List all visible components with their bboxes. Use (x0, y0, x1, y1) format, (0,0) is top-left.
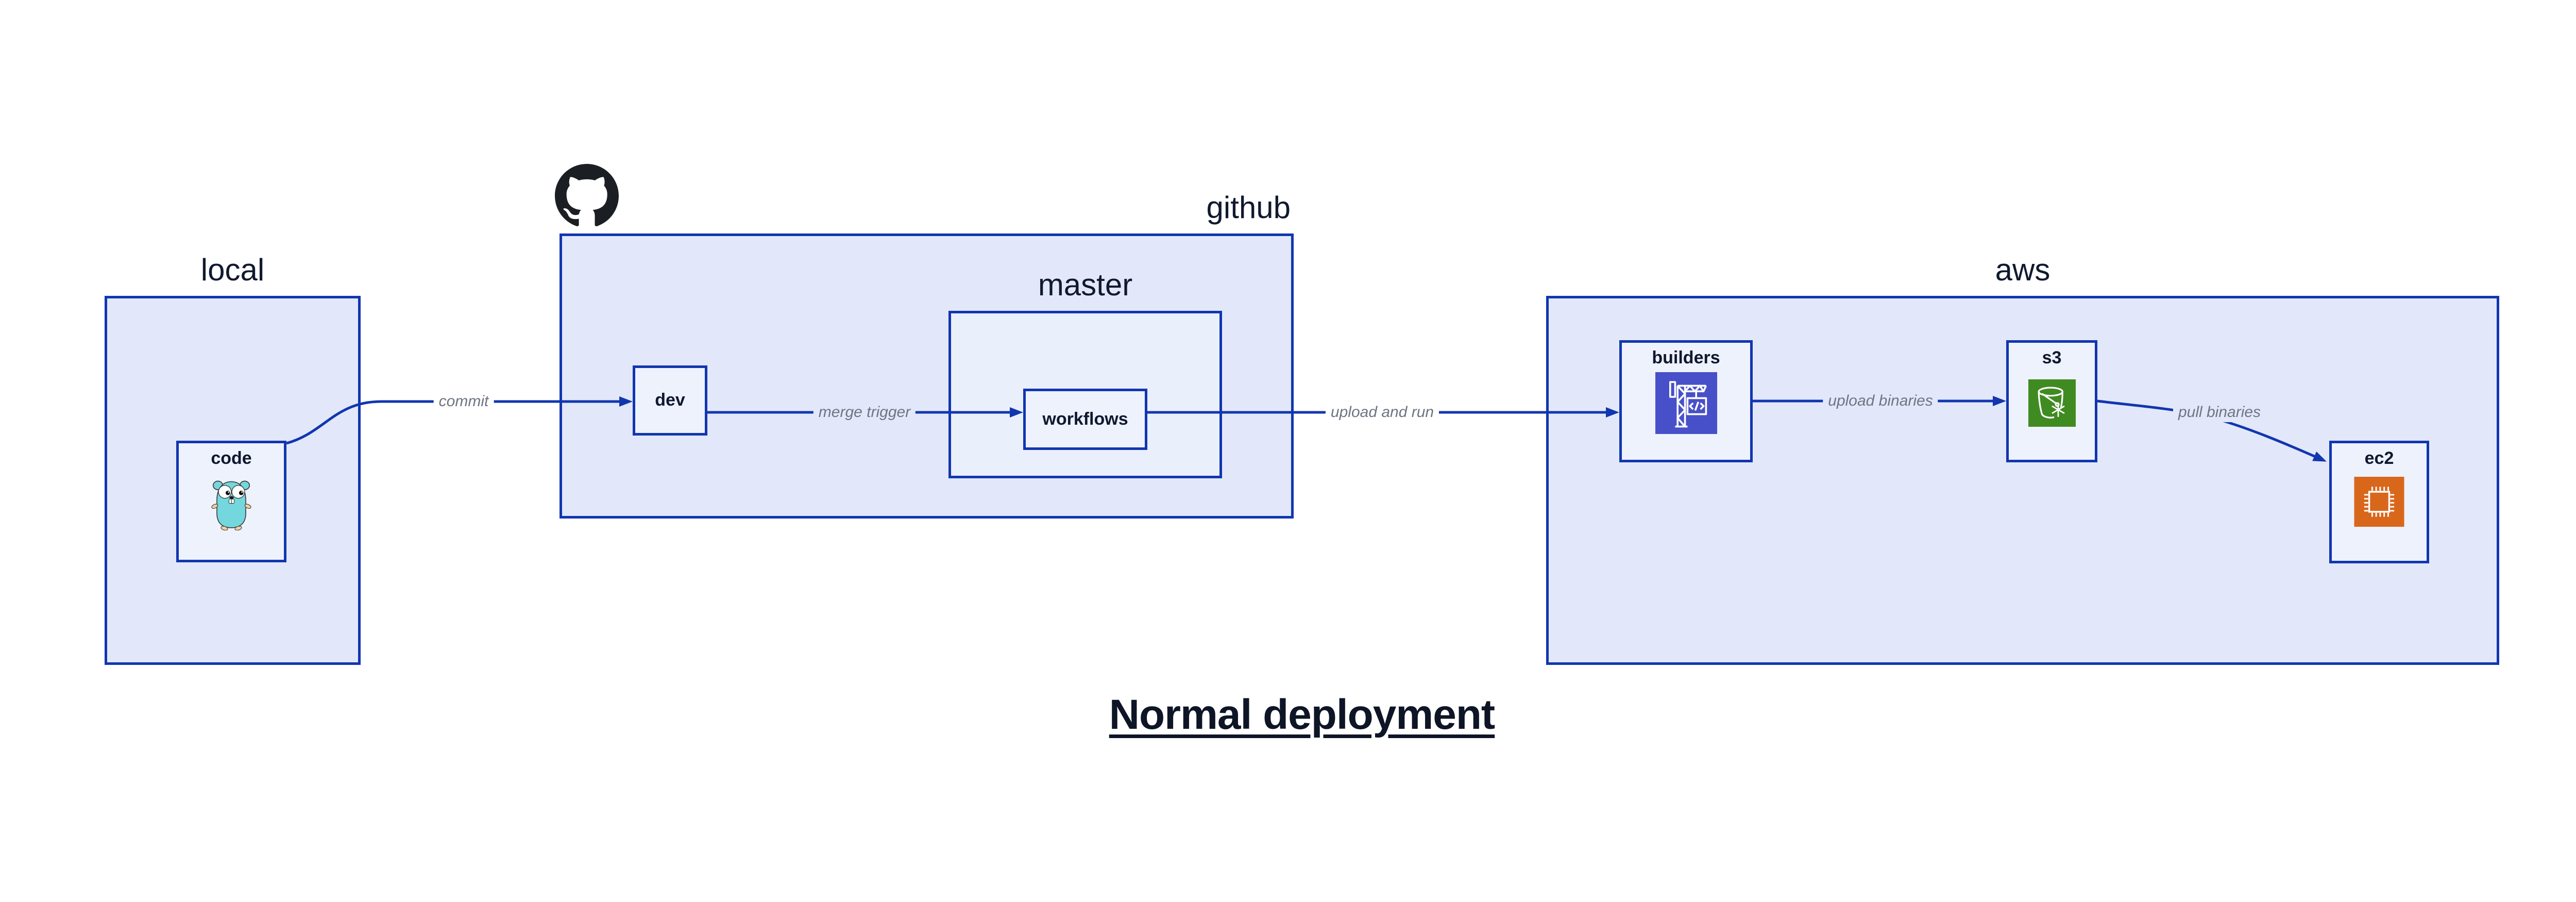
diagram-title: Normal deployment (1109, 691, 1495, 738)
go-gopher-icon (211, 480, 251, 531)
s3-node: s3 (2006, 340, 2097, 462)
codebuild-crane-icon (1655, 372, 1717, 435)
github-zone-label: github (1206, 190, 1291, 225)
upload-and-run-edge-label: upload and run (1325, 403, 1439, 422)
ec2-chip-icon (2354, 477, 2404, 527)
code-node-label: code (211, 448, 252, 468)
local-zone-label: local (200, 253, 265, 287)
code-node: code (176, 441, 286, 562)
ec2-node: ec2 (2329, 441, 2429, 563)
workflows-node: workflows (1023, 389, 1147, 450)
upload-binaries-edge-label: upload binaries (1823, 391, 1938, 411)
builders-node: builders (1619, 340, 1753, 462)
master-zone-label: master (1038, 268, 1133, 302)
merge-trigger-edge-label: merge trigger (813, 403, 916, 422)
aws-zone-label: aws (1995, 253, 2050, 287)
builders-node-label: builders (1652, 348, 1720, 368)
dev-node: dev (633, 365, 707, 436)
diagram-title-wrap: Normal deployment (0, 691, 2576, 739)
github-octocat-icon (555, 164, 619, 226)
dev-node-label: dev (655, 390, 685, 410)
s3-node-label: s3 (2042, 348, 2062, 368)
s3-glacier-bucket-icon (2028, 379, 2076, 427)
ec2-node-label: ec2 (2364, 448, 2394, 468)
commit-edge-label: commit (433, 392, 494, 411)
workflows-node-label: workflows (1042, 409, 1128, 429)
pull-binaries-edge-label: pull binaries (2173, 403, 2266, 422)
